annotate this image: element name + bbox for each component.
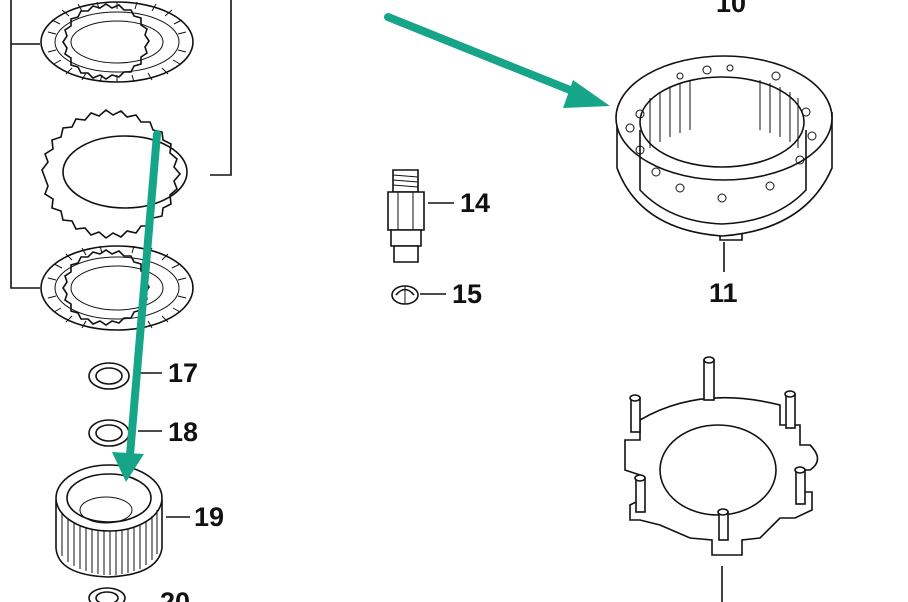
- steel-plate-toothed: [41, 108, 188, 240]
- friction-plate-top: [40, 1, 194, 83]
- callout-10: 10: [716, 0, 746, 18]
- stud-plate: [624, 356, 819, 602]
- annotation-arrow-to-part-11: [384, 13, 610, 108]
- callout-15: 15: [452, 279, 482, 309]
- fitting-14: 14: [387, 169, 490, 263]
- callout-18: 18: [168, 417, 198, 447]
- callout-20: 20: [160, 587, 190, 602]
- callout-14: 14: [460, 188, 490, 218]
- clutch-pack-bracket: [10, 0, 232, 289]
- washer-20: 20: [88, 587, 190, 602]
- valve-cap-15: 15: [391, 279, 482, 309]
- ring-housing-11: 11: [615, 55, 833, 308]
- callout-11: 11: [709, 278, 738, 308]
- washer-17: 17: [88, 358, 198, 390]
- friction-plate-bottom: [40, 245, 194, 331]
- gear-hub-19: 19: [55, 464, 224, 578]
- washer-18: 18: [88, 417, 198, 447]
- callout-17: 17: [168, 358, 198, 388]
- callout-19: 19: [194, 502, 224, 532]
- annotation-arrow-to-part-19: [112, 130, 161, 482]
